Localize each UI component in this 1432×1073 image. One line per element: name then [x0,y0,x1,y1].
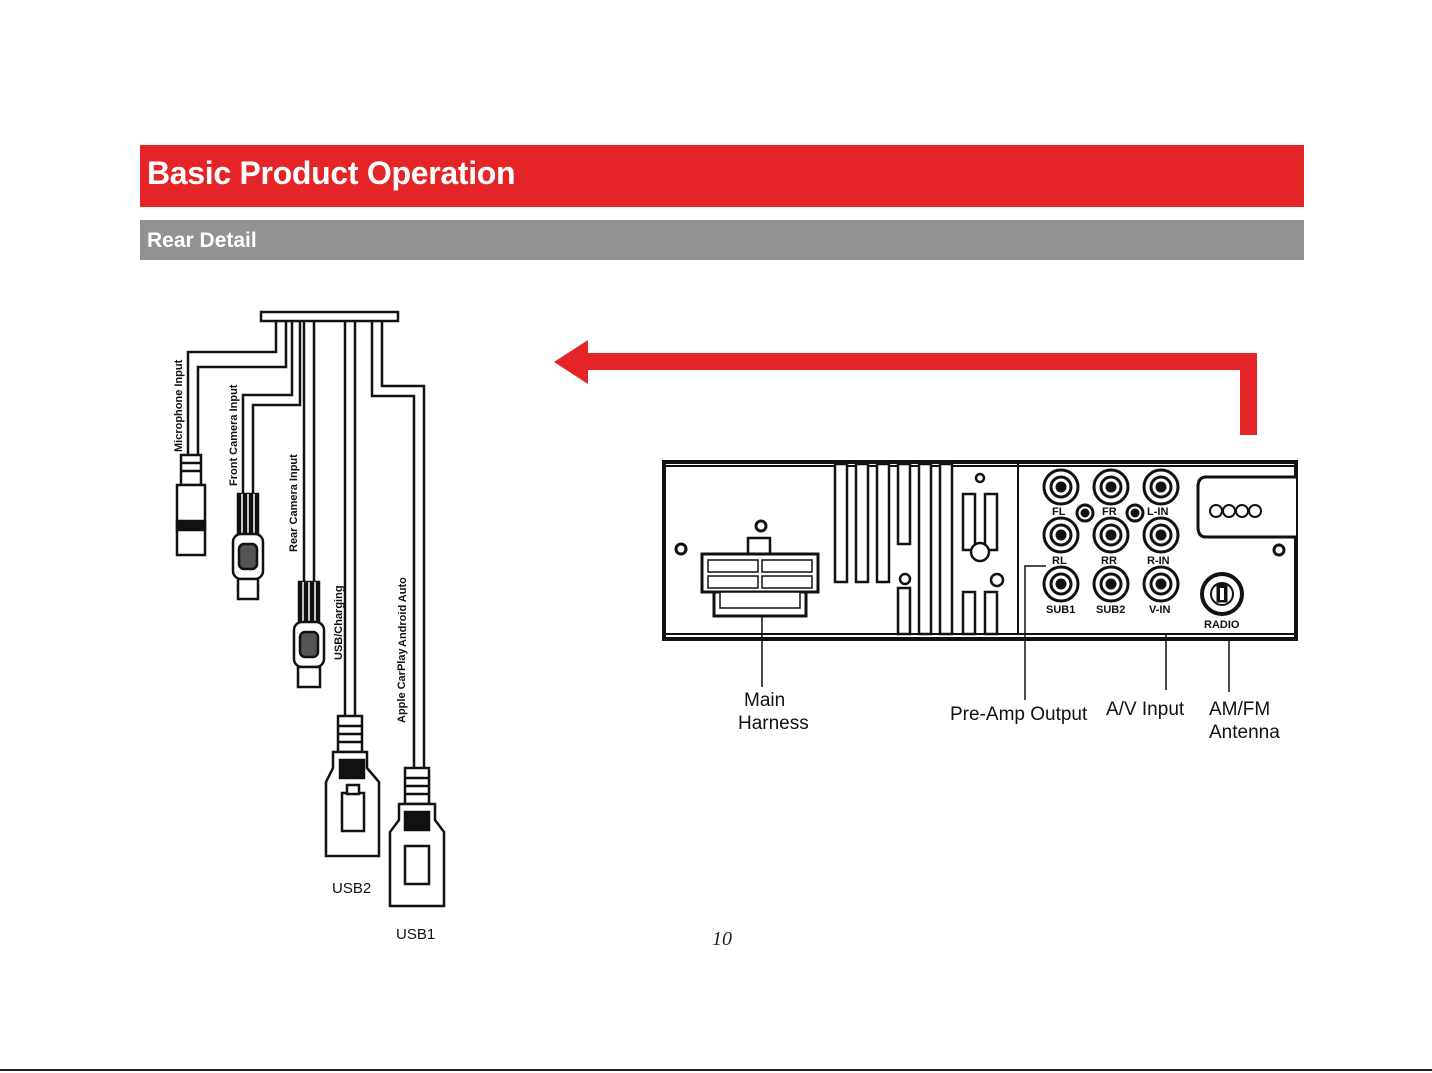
jack-label-fl: FL [1052,506,1066,518]
antenna-label-line2: Antenna [1209,722,1280,743]
rear-camera-input-label: Rear Camera Input [288,454,300,552]
jack-rin-icon [1144,518,1178,552]
page-number: 10 [712,928,732,951]
android-auto-label: Android Auto [397,577,409,647]
usb1-label: USB1 [396,926,435,943]
av-input-label: A/V Input [1106,699,1185,720]
direction-arrow [554,340,1257,435]
rear-camera-connector-icon [294,582,324,687]
usb2-connector-icon [326,716,379,856]
rca-jack-grid [1044,470,1178,601]
microphone-input-label: Microphone Input [173,359,185,452]
jack-rr-icon [1094,518,1128,552]
jack-label-rr: RR [1101,555,1117,567]
cable-bundle [188,312,424,768]
usb-charging-label: USB/Charging [333,585,345,660]
jack-label-fr: FR [1102,506,1117,518]
head-unit-rear-panel [664,462,1296,639]
radio-label: RADIO [1204,619,1240,631]
antenna-label-line1: AM/FM [1209,699,1270,720]
main-harness-label-line1: Main [744,690,785,711]
jack-rl-icon [1044,518,1078,552]
bottom-rule [0,1069,1432,1071]
usb1-connector-icon [390,768,444,906]
jack-sub1-icon [1044,567,1078,601]
preamp-output-label: Pre-Amp Output [950,704,1088,725]
jack-label-sub1: SUB1 [1046,604,1075,616]
jack-vin-icon [1144,567,1178,601]
jack-label-lin: L-IN [1147,506,1168,518]
usb2-label: USB2 [332,880,371,897]
jack-fr-icon [1094,470,1128,504]
jack-label-vin: V-IN [1149,604,1170,616]
apple-carplay-label: Apple CarPlay [396,648,408,723]
jack-label-sub2: SUB2 [1096,604,1125,616]
jack-sub2-icon [1094,567,1128,601]
front-camera-connector-icon [233,494,263,599]
jack-label-rin: R-IN [1147,555,1170,567]
jack-lin-icon [1144,470,1178,504]
front-camera-input-label: Front Camera Input [228,384,240,486]
main-harness-label-line2: Harness [738,713,809,734]
microphone-connector-icon [177,455,205,555]
jack-fl-icon [1044,470,1078,504]
jack-label-rl: RL [1052,555,1067,567]
